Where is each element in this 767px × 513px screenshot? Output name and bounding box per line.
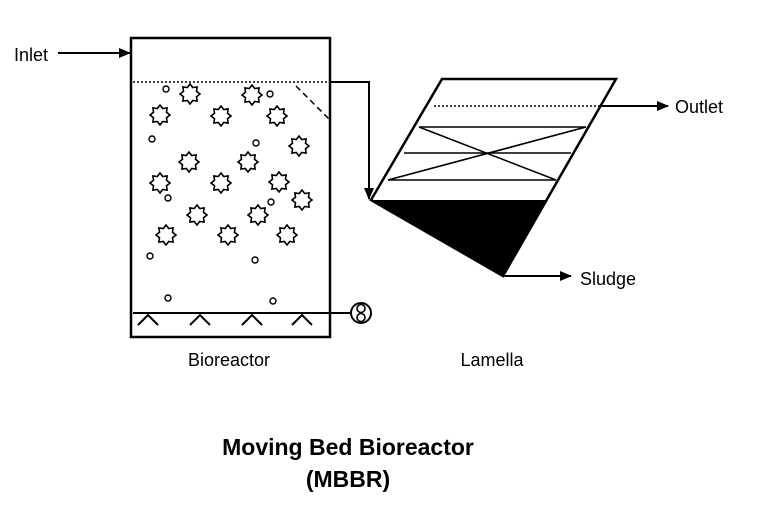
lamella-outline bbox=[369, 77, 619, 278]
diffuser-icon bbox=[291, 313, 313, 326]
bioreactor-label: Bioreactor bbox=[188, 350, 270, 370]
diagram-title: Moving Bed Bioreactor bbox=[222, 434, 474, 460]
carrier-media-icon bbox=[178, 151, 200, 173]
bioreactor-tank bbox=[129, 36, 372, 339]
diffuser-icon bbox=[137, 313, 159, 326]
diagram-subtitle: (MBBR) bbox=[306, 466, 390, 492]
carrier-media-icon bbox=[149, 104, 171, 126]
air-blower-icon bbox=[350, 302, 372, 324]
diffuser-icon bbox=[241, 313, 263, 326]
diffuser-icon bbox=[189, 313, 211, 326]
air-bubble-icon bbox=[148, 135, 156, 143]
carrier-media-icon bbox=[266, 105, 288, 127]
lamella-settler bbox=[369, 77, 619, 278]
air-bubbles bbox=[146, 85, 277, 305]
carrier-media-icon bbox=[276, 224, 298, 246]
carrier-media bbox=[149, 83, 313, 246]
carrier-media-icon bbox=[149, 172, 171, 194]
air-bubble-icon bbox=[269, 297, 277, 305]
sludge-zone bbox=[371, 200, 548, 276]
air-bubble-icon bbox=[251, 256, 259, 264]
carrier-media-icon bbox=[288, 135, 310, 157]
carrier-media-icon bbox=[268, 171, 290, 193]
inlet: Inlet bbox=[14, 45, 131, 65]
transfer-pipe-arrow bbox=[330, 81, 374, 200]
air-bubble-icon bbox=[164, 294, 172, 302]
carrier-media-icon bbox=[247, 204, 269, 226]
lamella-plates bbox=[387, 126, 587, 181]
air-bubble-icon bbox=[266, 90, 274, 98]
carrier-media-icon bbox=[179, 83, 201, 105]
carrier-media-icon bbox=[210, 105, 232, 127]
carrier-media-icon bbox=[291, 189, 313, 211]
inlet-label: Inlet bbox=[14, 45, 48, 65]
air-bubble-icon bbox=[164, 194, 172, 202]
carrier-media-icon bbox=[237, 151, 259, 173]
lamella-label: Lamella bbox=[460, 350, 524, 370]
carrier-media-icon bbox=[217, 224, 239, 246]
air-bubble-icon bbox=[252, 139, 260, 147]
air-bubble-icon bbox=[162, 85, 170, 93]
carrier-media-icon bbox=[241, 84, 263, 106]
air-bubble-icon bbox=[146, 252, 154, 260]
air-bubble-icon bbox=[267, 198, 275, 206]
tank-outline bbox=[129, 36, 332, 339]
outlet: Outlet bbox=[601, 97, 723, 117]
sludge-label: Sludge bbox=[580, 269, 636, 289]
carrier-media-icon bbox=[186, 204, 208, 226]
carrier-media-icon bbox=[210, 172, 232, 194]
sludge-outlet: Sludge bbox=[503, 269, 636, 289]
outlet-label: Outlet bbox=[675, 97, 723, 117]
sieve-screen bbox=[295, 85, 331, 121]
aeration-system bbox=[133, 302, 372, 326]
carrier-media-icon bbox=[155, 224, 177, 246]
